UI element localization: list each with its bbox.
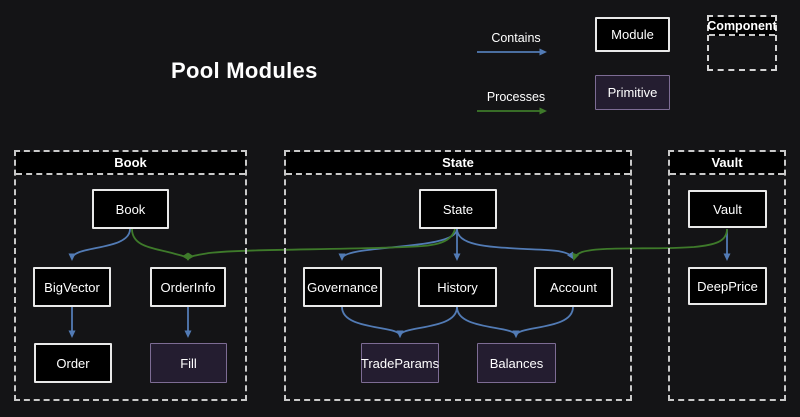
container-vault: Vault [668,150,786,401]
node-fill: Fill [150,343,227,383]
legend-contains-label: Contains [491,31,541,45]
node-governance-label: Governance [307,279,378,295]
node-order-label: Order [56,355,90,371]
container-state: State [284,150,632,401]
node-tradeparams-label: TradeParams [360,355,440,371]
node-history: History [418,267,497,307]
node-account-label: Account [550,279,597,295]
node-bigvector-label: BigVector [44,279,100,295]
node-fill-label: Fill [180,355,197,371]
node-vault: Vault [688,190,767,228]
node-history-label: History [437,279,478,295]
node-vault-label: Vault [713,201,742,217]
legend-component-box: Component [707,15,777,71]
node-deepprice: DeepPrice [688,267,767,305]
node-orderinfo: OrderInfo [150,267,226,307]
node-deepprice-label: DeepPrice [697,278,758,294]
container-state-title: State [286,152,630,175]
node-book-label: Book [115,201,146,217]
node-orderinfo-label: OrderInfo [160,279,216,295]
legend-component-label: Component [707,17,777,36]
node-book: Book [92,189,169,229]
container-vault-title: Vault [670,152,784,175]
container-book: Book [14,150,247,401]
node-state-label: State [442,201,474,217]
node-governance: Governance [303,267,382,307]
node-balances: Balances [477,343,556,383]
legend-primitive-box: Primitive [595,75,670,110]
legend-processes-label: Processes [486,90,546,104]
legend-primitive-label: Primitive [607,85,658,100]
legend-module-label: Module [611,27,654,42]
node-balances-label: Balances [489,355,544,371]
node-account: Account [534,267,613,307]
container-book-title: Book [16,152,245,175]
node-tradeparams: TradeParams [361,343,439,383]
node-state: State [419,189,497,229]
node-order: Order [34,343,112,383]
node-bigvector: BigVector [33,267,111,307]
legend-module-box: Module [595,17,670,52]
page-title: Pool Modules [171,58,318,83]
